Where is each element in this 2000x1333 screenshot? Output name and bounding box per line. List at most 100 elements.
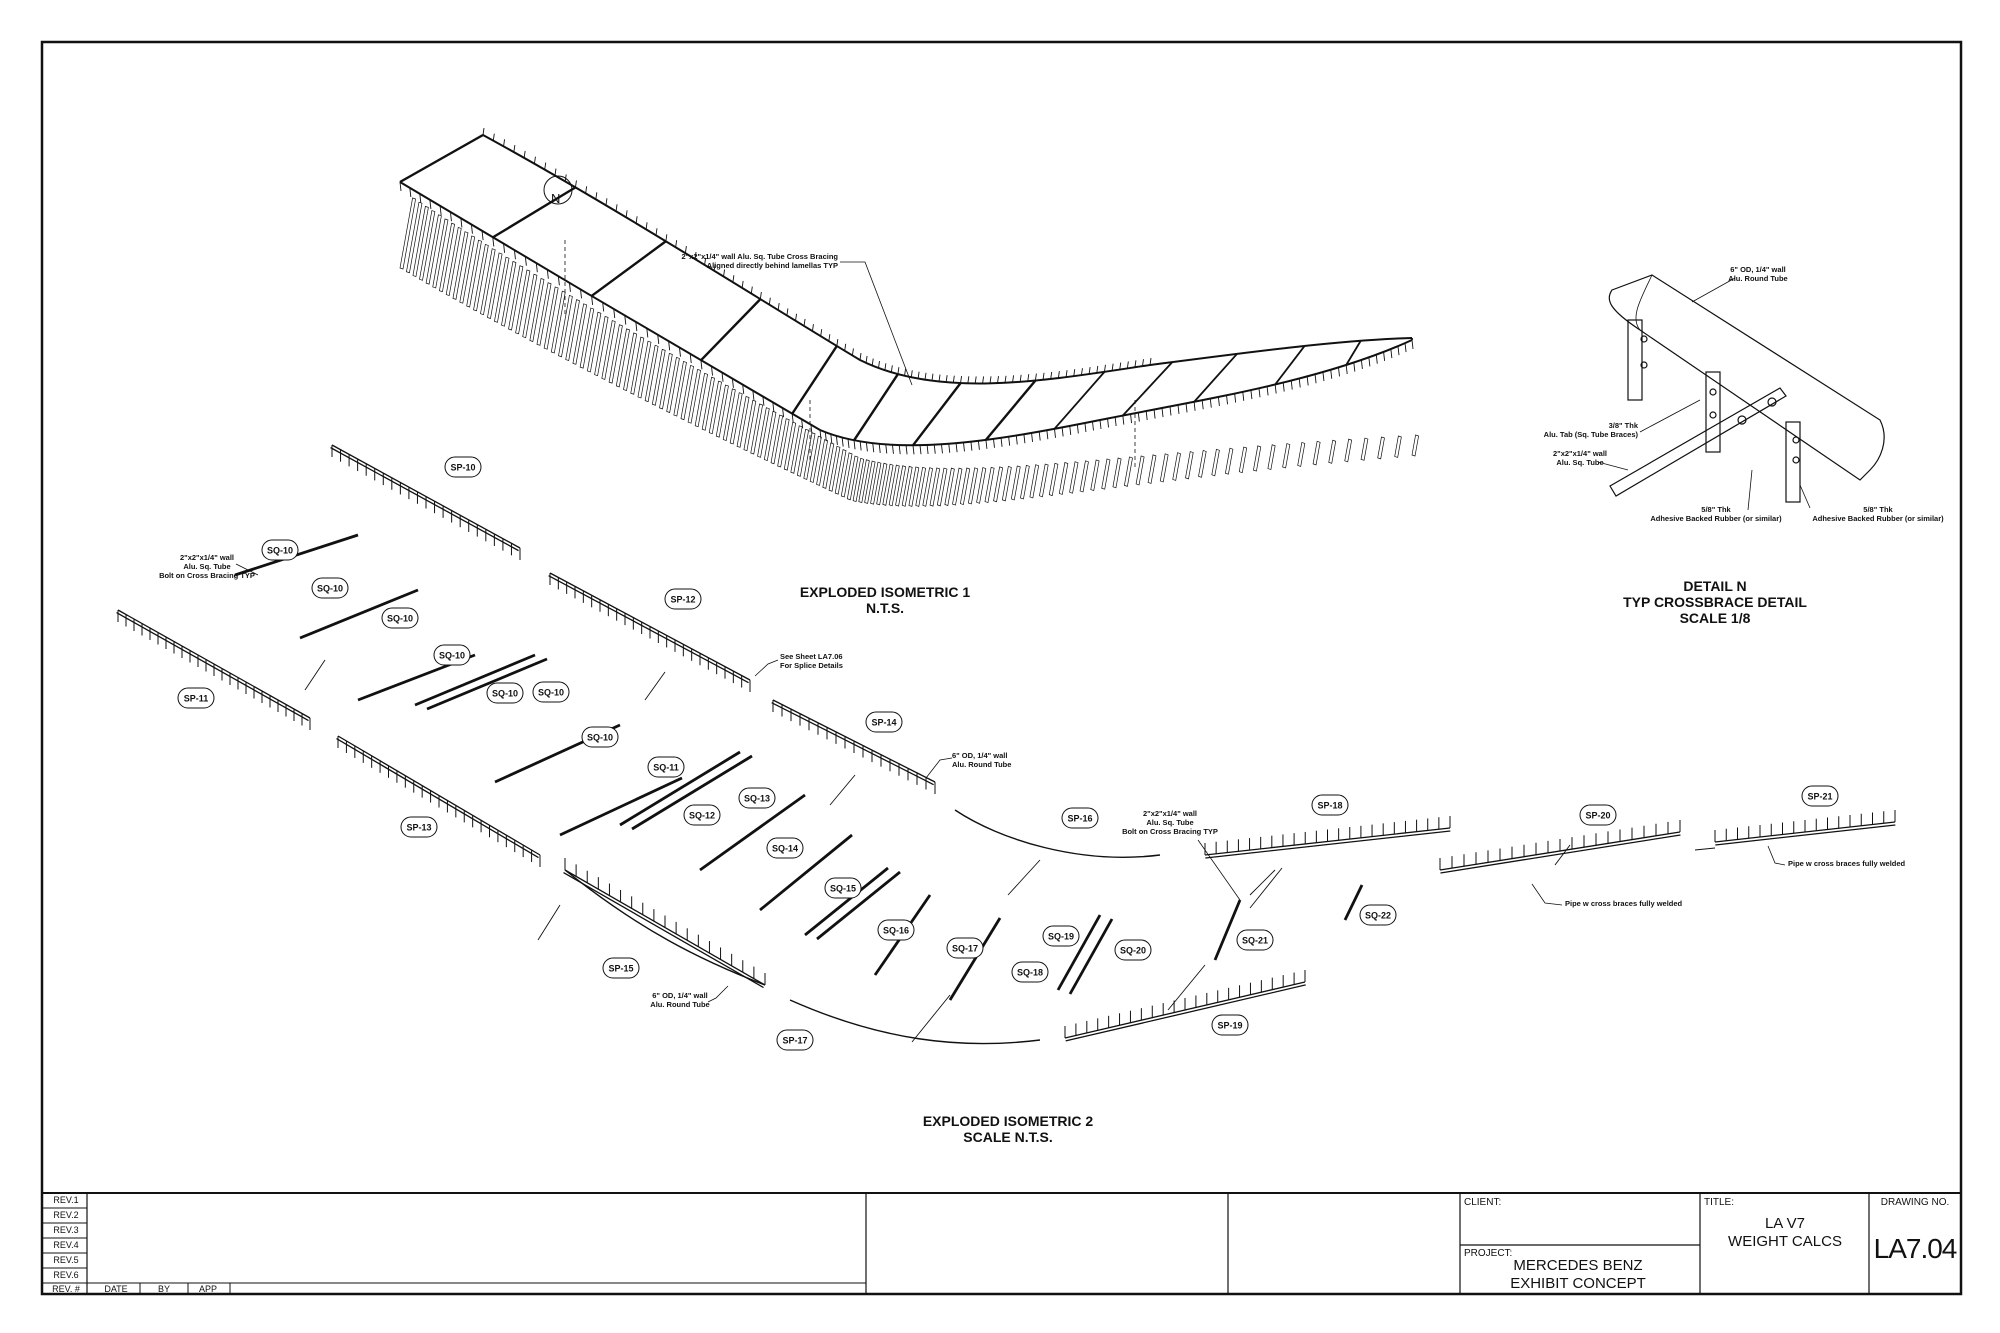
detail-note: Alu. Sq. Tube	[1556, 458, 1603, 467]
exploded-isometric-1-view: N 2"x2"x1/4" wall Alu. Sq. Tube Cross Br…	[399, 127, 1419, 507]
iso1-lamella	[701, 376, 715, 431]
iso2-alignment-line	[537, 904, 561, 941]
iso1-rail-tick	[830, 434, 833, 444]
iso1-rail-tick	[772, 402, 775, 412]
iso1-rail-tick	[803, 318, 806, 327]
iso1-rail-tick	[952, 375, 955, 383]
iso1-lamella	[529, 278, 545, 342]
detail-note: 3/8" Thk	[1609, 421, 1639, 430]
iso1-rail-tick	[795, 313, 797, 321]
iso1-cross-brace	[1345, 340, 1362, 366]
iso1-lamella	[615, 328, 630, 388]
sp-17-member	[789, 999, 1041, 1045]
sq-15-member	[816, 870, 901, 941]
iso1-rail-tick	[1201, 400, 1204, 410]
part-tag-label: SP-20	[1585, 811, 1610, 821]
part-tag-label: SQ-10	[538, 688, 564, 698]
part-tag-sq14: SQ-14	[766, 837, 804, 859]
iso1-lamella	[864, 460, 876, 504]
part-tag-sq10e: SQ-10	[486, 682, 524, 704]
splice-note-leader	[754, 659, 779, 677]
iso1-lamella	[736, 396, 750, 448]
sq-22-member	[1343, 884, 1364, 921]
revision-label: REV.5	[53, 1255, 78, 1265]
iso1-rail-tick	[1057, 371, 1060, 379]
iso1-rail-tick	[768, 297, 771, 305]
iso1-rail-tick	[1137, 412, 1140, 422]
iso1-rail-tick	[1330, 369, 1333, 379]
part-tag-label: SP-16	[1067, 814, 1092, 824]
bolt-note-leader	[235, 563, 259, 576]
iso1-rail-tick	[595, 192, 598, 200]
iso2-alignment-line	[1694, 847, 1716, 851]
iso1-lamella	[1238, 446, 1248, 474]
iso1-lamella	[882, 463, 894, 506]
part-tag-sq10f: SQ-10	[532, 681, 570, 703]
iso1-lamella	[1001, 465, 1012, 502]
part-tag-sq20: SQ-20	[1114, 939, 1152, 961]
iso1-rail-tick	[1004, 375, 1007, 383]
sheet-title: WEIGHT CALCS	[1728, 1233, 1842, 1250]
part-tag-sq15: SQ-15	[824, 877, 862, 899]
iso2-alignment-line	[829, 774, 856, 806]
iso1-lamella	[952, 467, 963, 506]
project-name: EXHIBIT CONCEPT	[1510, 1275, 1646, 1292]
rt14-leader	[925, 757, 953, 779]
iso1-lamella	[630, 336, 645, 395]
iso1-rail-tick	[967, 376, 970, 384]
iso1-lamella	[466, 239, 482, 308]
iso1-lamella	[922, 467, 933, 507]
iso1-rail-tick	[912, 445, 915, 455]
detail-note: Adhesive Backed Rubber (or similar)	[1812, 514, 1944, 523]
iso1-lamella	[828, 445, 841, 492]
iso1-lamellas	[399, 197, 1419, 507]
sp-11-member	[116, 609, 311, 730]
iso1-rail-tick	[1065, 370, 1068, 378]
part-tag-label: SQ-16	[883, 926, 909, 936]
part-tag-sp19: SP-19	[1211, 1014, 1249, 1036]
iso1-lamella	[1297, 442, 1306, 467]
iso1-rail-tick	[645, 222, 648, 230]
iso1-rail-tick	[898, 445, 901, 455]
iso1-lamella	[895, 465, 907, 507]
sp-18-member	[1204, 816, 1451, 859]
iso1-lamella	[522, 273, 538, 339]
pipe21-leader	[1767, 845, 1786, 866]
iso1-rail-tick	[1012, 375, 1015, 383]
iso1-rail-tick	[752, 390, 755, 400]
iso1-rail-tick	[1177, 404, 1180, 415]
iso1-rail-tick	[1054, 428, 1056, 438]
iso1-rail-tick	[513, 145, 516, 153]
part-tag-label: SP-21	[1807, 792, 1832, 802]
detail-bolt	[1792, 436, 1800, 444]
iso1-rail-tick	[1353, 362, 1356, 372]
part-tag-label: SQ-15	[830, 884, 856, 894]
iso1-rail-tick	[684, 246, 687, 254]
part-tag-label: SQ-20	[1120, 946, 1146, 956]
iso1-rail-tick	[835, 435, 838, 445]
iso1-rail-tick	[665, 234, 668, 242]
iso1-cross-brace	[399, 133, 484, 184]
iso1-rail-tick	[1134, 360, 1137, 368]
iso1-rail-tick	[810, 424, 813, 434]
iso1-rail-tick	[841, 437, 844, 447]
iso1-rail-tick	[732, 275, 735, 283]
iso1-lamella	[487, 252, 503, 319]
iso1-lamella	[967, 467, 979, 505]
iso1-rail-tick	[1073, 369, 1076, 377]
sq-10-member	[299, 588, 419, 640]
part-tag-sp17: SP-17	[776, 1029, 814, 1051]
detail-notes: 6" OD, 1/4" wall Alu. Round Tube 3/8" Th…	[1544, 265, 1944, 523]
iso1-rail-tick	[694, 251, 697, 260]
iso1-rail-tick	[1050, 371, 1053, 380]
iso1-lamella	[425, 214, 442, 285]
iso1-rail-tick	[557, 276, 560, 286]
iso1-lamella	[637, 340, 652, 399]
detail-title: DETAIL N	[1683, 578, 1746, 594]
part-tag-sp10: SP-10	[444, 456, 482, 478]
iso1-rail-tick	[1411, 339, 1414, 350]
drawing-number: LA7.04	[1874, 1233, 1957, 1264]
iso1-lamella	[501, 261, 517, 327]
iso1-rail-tick	[1038, 431, 1041, 441]
iso1-rail-tick	[941, 444, 943, 454]
